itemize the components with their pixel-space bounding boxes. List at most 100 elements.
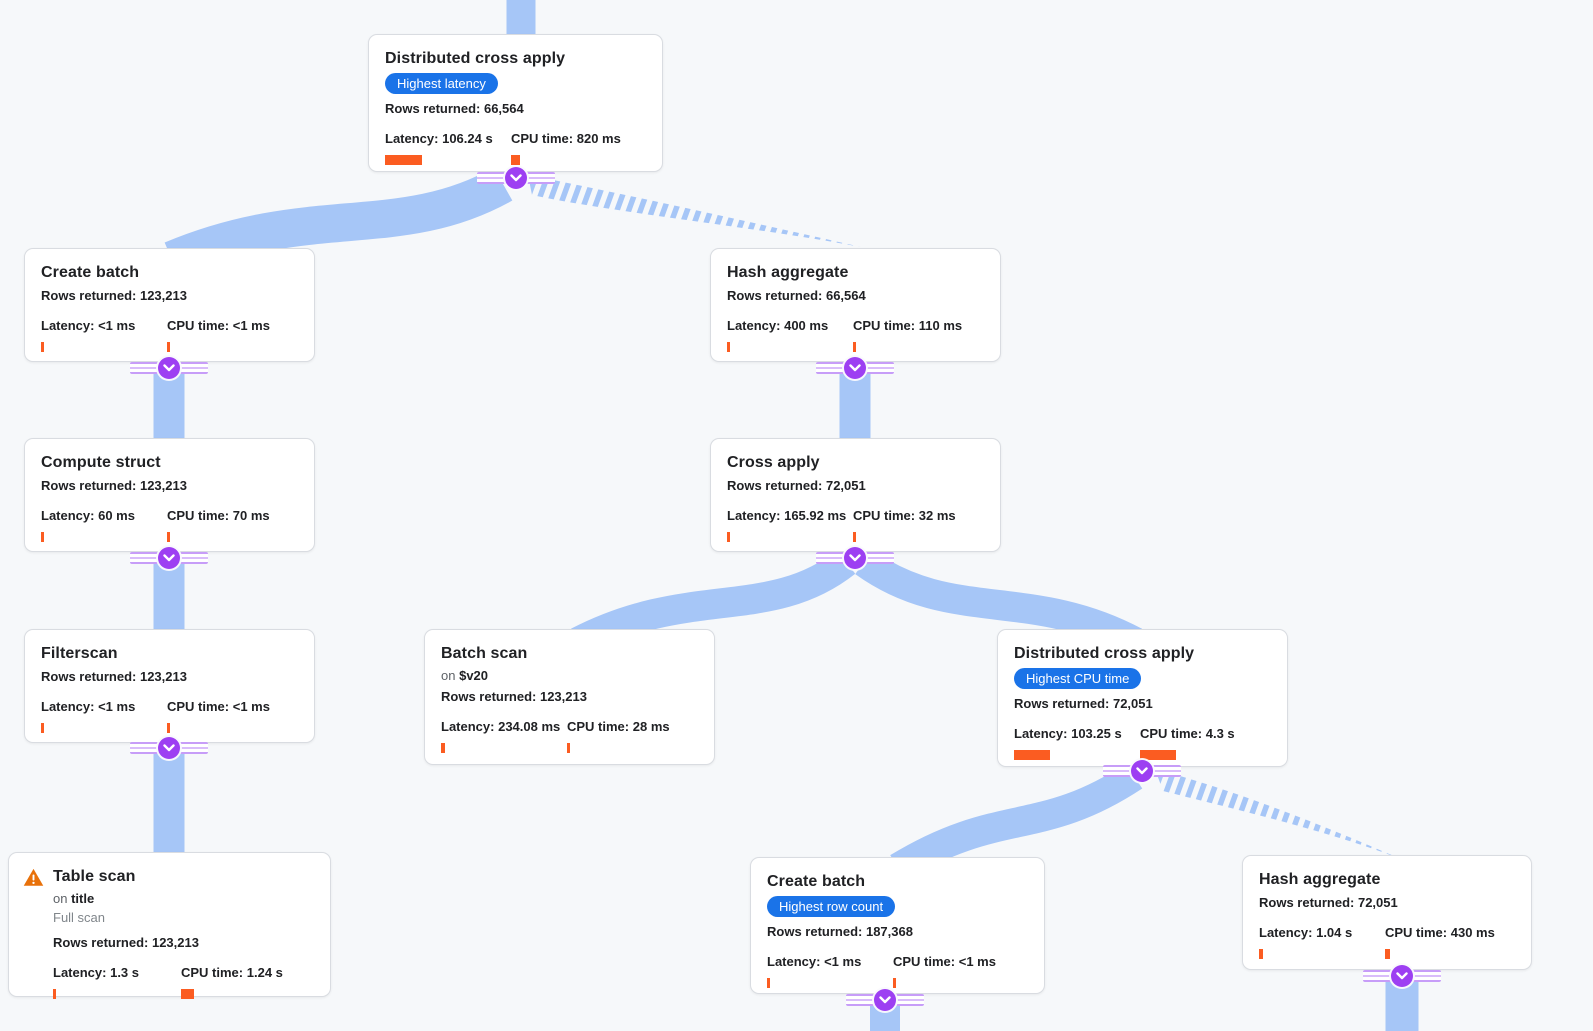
latency-value: Latency: 1.04 s [1259,925,1353,940]
latency-value: Latency: 103.25 s [1014,726,1122,741]
plan-node-table-scan[interactable]: Table scan on title Full scan Rows retur… [8,852,331,999]
collapse-children-button[interactable] [1103,760,1181,782]
rows-returned: Rows returned: 72,051 [727,478,866,493]
latency-value: Latency: 234.08 ms [441,719,561,734]
scan-type: Full scan [53,910,106,925]
node-title: Compute struct [41,454,161,471]
latency-value: Latency: <1 ms [41,699,136,714]
chevron-down-icon [1391,965,1413,987]
cpu-bar [567,743,570,753]
collapse-children-button[interactable] [477,167,555,189]
node-title: Distributed cross apply [385,50,566,67]
chevron-down-icon [158,547,180,569]
collapse-children-button[interactable] [846,989,924,1011]
latency-bar [53,989,56,999]
collapse-children-button[interactable] [1363,965,1441,987]
scan-target: on title [53,891,95,906]
latency-bar [385,155,422,165]
plan-node-hash-aggregate-2[interactable]: Hash aggregate Rows returned: 72,051 Lat… [1242,855,1532,970]
latency-bar [41,532,44,542]
latency-bar [1014,750,1050,760]
latency-bar [727,342,730,352]
rows-returned: Rows returned: 123,213 [41,478,187,493]
plan-node-batch-scan[interactable]: Batch scan on $v20 Rows returned: 123,21… [424,629,715,765]
plan-node-filterscan[interactable]: Filterscan Rows returned: 123,213 Latenc… [24,629,315,743]
cpu-bar [853,532,856,542]
latency-bar [1259,949,1263,959]
cpu-time-value: CPU time: 430 ms [1385,925,1495,940]
collapse-children-button[interactable] [130,737,208,759]
cpu-time-value: CPU time: <1 ms [893,954,996,969]
solid-edges [153,0,1419,1031]
cpu-time-value: CPU time: 70 ms [167,508,270,523]
cpu-bar [181,989,194,999]
plan-node-hash-aggregate[interactable]: Hash aggregate Rows returned: 66,564 Lat… [710,248,1001,362]
hatched-edges [528,175,1401,859]
latency-value: Latency: 106.24 s [385,131,493,146]
cpu-bar [167,342,170,352]
cpu-time-value: CPU time: 4.3 s [1140,726,1235,741]
plan-node-create-batch-2[interactable]: Create batch Highest row count Rows retu… [750,857,1045,994]
edge-cross-apply-to-dca2 [855,549,1143,656]
node-title: Hash aggregate [727,264,849,281]
node-title: Filterscan [41,645,118,662]
plan-node-cross-apply[interactable]: Cross apply Rows returned: 72,051 Latenc… [710,438,1001,552]
chevron-down-icon [1131,760,1153,782]
latency-bar [41,342,44,352]
node-title: Create batch [767,873,866,890]
latency-value: Latency: 60 ms [41,508,135,523]
collapse-children-button[interactable] [816,547,894,569]
cpu-bar [167,723,170,733]
warning-icon [23,868,44,886]
plan-node-compute-struct[interactable]: Compute struct Rows returned: 123,213 La… [24,438,315,552]
rows-returned: Rows returned: 123,213 [441,689,587,704]
edge-dca-to-create-batch [164,167,513,278]
cpu-time-value: CPU time: <1 ms [167,699,270,714]
plan-node-distributed-cross-apply-2[interactable]: Distributed cross apply Highest CPU time… [997,629,1288,767]
plan-node-distributed-cross-apply-root[interactable]: Distributed cross apply Highest latency … [368,34,663,172]
node-title: Distributed cross apply [1014,645,1195,662]
cpu-time-value: CPU time: 110 ms [853,318,963,333]
collapse-children-button[interactable] [130,357,208,379]
node-title: Batch scan [441,645,528,662]
latency-value: Latency: 400 ms [727,318,829,333]
latency-bar [441,743,445,753]
cpu-bar [893,978,896,988]
node-title: Cross apply [727,454,820,471]
latency-bar [767,978,770,988]
rows-returned: Rows returned: 187,368 [767,924,913,939]
node-title: Table scan [53,868,136,885]
chevron-down-icon [158,357,180,379]
cpu-bar [1140,750,1176,760]
plan-node-create-batch[interactable]: Create batch Rows returned: 123,213 Late… [24,248,315,362]
cpu-time-value: CPU time: 1.24 s [181,965,283,980]
chevron-down-icon [844,547,866,569]
rows-returned: Rows returned: 123,213 [41,288,187,303]
edge-dca-to-hash-agg-hatched [528,175,861,247]
edge-cross-apply-to-batch-scan [571,549,856,656]
collapse-children-button[interactable] [816,357,894,379]
chevron-down-icon [505,167,527,189]
collapse-children-button[interactable] [130,547,208,569]
chevron-down-icon [874,989,896,1011]
highest-latency-badge: Highest latency [385,73,498,94]
edge-dca2-to-create-batch2 [890,763,1143,881]
edge-dca2-to-hash-agg2-hatched [1155,769,1401,859]
latency-bar [41,723,44,733]
scan-target: on $v20 [441,668,489,683]
cpu-time-value: CPU time: 32 ms [853,508,956,523]
chevron-down-icon [158,737,180,759]
latency-bar [727,532,730,542]
cpu-time-value: CPU time: 28 ms [567,719,670,734]
latency-value: Latency: 1.3 s [53,965,140,980]
latency-value: Latency: 165.92 ms [727,508,847,523]
node-title: Create batch [41,264,140,281]
highest-row-count-badge: Highest row count [767,896,896,917]
rows-returned: Rows returned: 66,564 [727,288,866,303]
cpu-time-value: CPU time: <1 ms [167,318,270,333]
rows-returned: Rows returned: 72,051 [1014,696,1153,711]
node-title: Hash aggregate [1259,871,1381,888]
cpu-bar [511,155,520,165]
rows-returned: Rows returned: 72,051 [1259,895,1398,910]
